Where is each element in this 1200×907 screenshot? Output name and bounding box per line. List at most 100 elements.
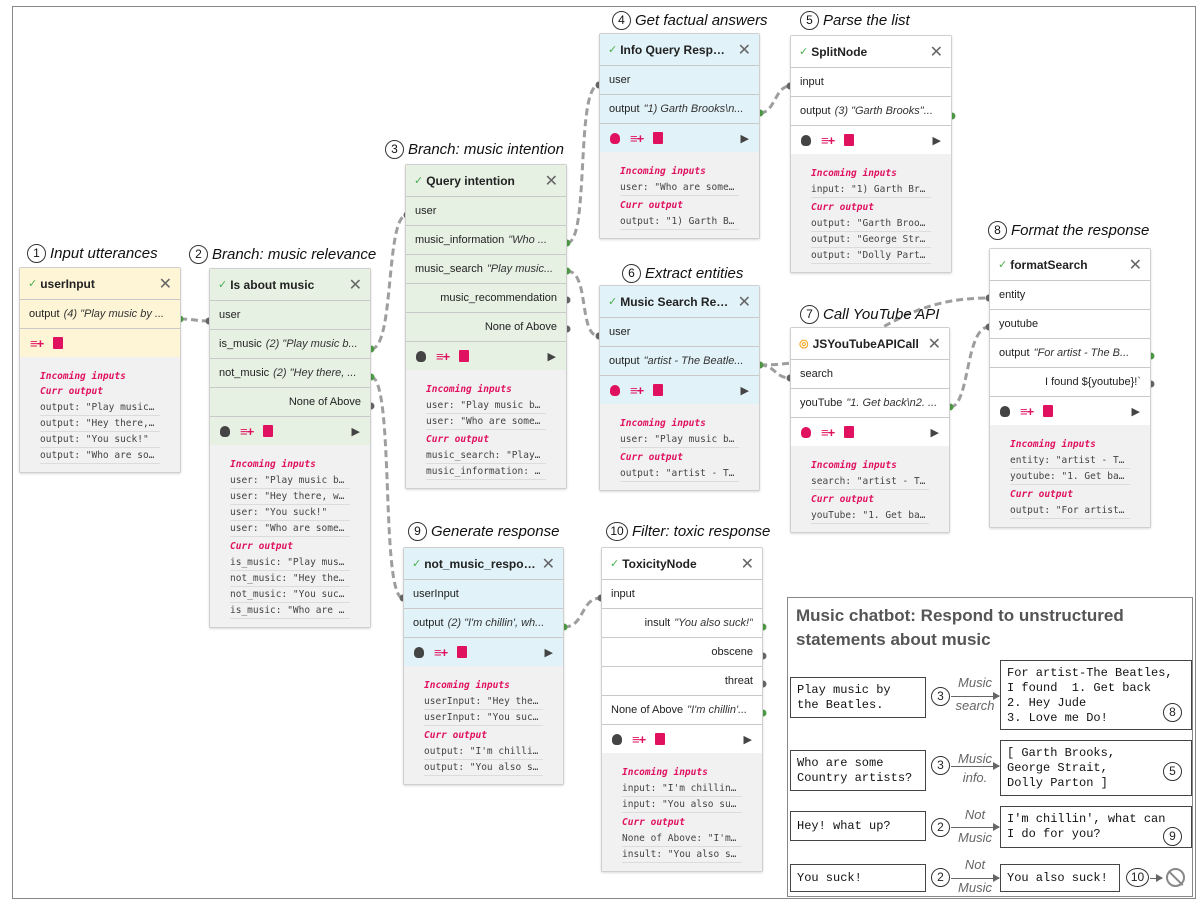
node-music-search-response[interactable]: ✓Music Search Re…✕ user output"artist - … bbox=[599, 285, 760, 491]
node-format-search[interactable]: ✓formatSearch✕ entity youtube output"For… bbox=[989, 248, 1151, 528]
port-input[interactable]: input bbox=[602, 580, 762, 609]
book-icon[interactable] bbox=[1043, 405, 1054, 417]
node-is-about-music[interactable]: ✓Is about music✕ user is_music(2) "Play … bbox=[209, 268, 371, 628]
port-youtube[interactable]: youTube"1. Get back\n2. ... bbox=[791, 389, 949, 418]
book-icon[interactable] bbox=[655, 733, 666, 745]
node-not-music-response[interactable]: ✓not_music_respo…✕ userInput output(2) "… bbox=[403, 547, 564, 785]
book-icon[interactable] bbox=[844, 426, 855, 438]
playlist-add-icon[interactable]: ≡+ bbox=[240, 423, 254, 439]
play-icon[interactable]: ▶ bbox=[1131, 405, 1140, 418]
port-user[interactable]: user bbox=[210, 301, 370, 330]
book-icon[interactable] bbox=[653, 132, 664, 144]
bug-icon[interactable] bbox=[612, 733, 622, 745]
port-music-information[interactable]: music_information"Who ... bbox=[406, 226, 566, 255]
book-icon[interactable] bbox=[459, 350, 470, 362]
bug-icon[interactable] bbox=[1000, 405, 1010, 417]
port-output[interactable]: output(2) "I'm chillin', wh... bbox=[404, 609, 563, 638]
close-icon[interactable]: ✕ bbox=[929, 43, 943, 61]
check-icon: ✓ bbox=[799, 46, 809, 58]
port-user[interactable]: user bbox=[600, 66, 759, 95]
bug-icon[interactable] bbox=[610, 384, 620, 396]
play-icon[interactable]: ▶ bbox=[740, 132, 749, 145]
check-icon: ✓ bbox=[28, 278, 38, 290]
play-icon[interactable]: ▶ bbox=[930, 426, 939, 439]
close-icon[interactable]: ✕ bbox=[740, 555, 754, 573]
port-output[interactable]: output"For artist - The B... bbox=[990, 339, 1150, 368]
playlist-add-icon[interactable]: ≡+ bbox=[821, 424, 835, 440]
close-icon[interactable]: ✕ bbox=[927, 335, 941, 353]
edge-label-bottom: Music bbox=[958, 880, 992, 895]
port-output[interactable]: output"1) Garth Brooks\n... bbox=[600, 95, 759, 124]
playlist-add-icon[interactable]: ≡+ bbox=[630, 382, 644, 398]
port-insult[interactable]: insult"You also suck!" bbox=[602, 609, 762, 638]
port-youtube[interactable]: youtube bbox=[990, 310, 1150, 339]
node-info-query-response[interactable]: ✓Info Query Resp…✕ user output"1) Garth … bbox=[599, 33, 760, 239]
bug-icon[interactable] bbox=[220, 425, 230, 437]
node-toxicity[interactable]: ✓ToxicityNode✕ input insult"You also suc… bbox=[601, 547, 763, 872]
close-icon[interactable]: ✕ bbox=[544, 172, 558, 190]
play-icon[interactable]: ▶ bbox=[544, 646, 553, 659]
book-icon[interactable] bbox=[844, 134, 855, 146]
book-icon[interactable] bbox=[457, 646, 468, 658]
bug-icon[interactable] bbox=[414, 646, 424, 658]
port-output[interactable]: output(3) "Garth Brooks"... bbox=[791, 97, 951, 126]
arrow bbox=[951, 823, 1000, 831]
close-icon[interactable]: ✕ bbox=[737, 41, 751, 59]
playlist-add-icon[interactable]: ≡+ bbox=[632, 731, 646, 747]
port-output[interactable]: output(4) "Play music by ... bbox=[20, 300, 180, 329]
bug-icon[interactable] bbox=[416, 350, 426, 362]
log-panel: Incoming inputs user: "Who are some… Cur… bbox=[600, 152, 759, 238]
node-userinput[interactable]: ✓userInput✕ output(4) "Play music by ...… bbox=[19, 267, 181, 473]
port-not-music[interactable]: not_music(2) "Hey there, ... bbox=[210, 359, 370, 388]
playlist-add-icon[interactable]: ≡+ bbox=[821, 132, 835, 148]
playlist-add-icon[interactable]: ≡+ bbox=[436, 348, 450, 364]
port-user[interactable]: user bbox=[600, 318, 759, 347]
port-is-music[interactable]: is_music(2) "Play music b... bbox=[210, 330, 370, 359]
playlist-add-icon[interactable]: ≡+ bbox=[630, 130, 644, 146]
ban-icon bbox=[1166, 868, 1185, 887]
bug-icon[interactable] bbox=[801, 426, 811, 438]
port-none-of-above[interactable]: None of Above bbox=[210, 388, 370, 417]
end-step-badge: 10 bbox=[1126, 868, 1149, 887]
bug-icon[interactable] bbox=[610, 132, 620, 144]
play-icon[interactable]: ▶ bbox=[547, 350, 556, 363]
playlist-add-icon[interactable]: ≡+ bbox=[30, 335, 44, 351]
close-icon[interactable]: ✕ bbox=[737, 293, 751, 311]
port-obscene[interactable]: obscene bbox=[602, 638, 762, 667]
play-icon[interactable]: ▶ bbox=[743, 733, 752, 746]
close-icon[interactable]: ✕ bbox=[541, 555, 555, 573]
bug-icon[interactable] bbox=[801, 134, 811, 146]
playlist-add-icon[interactable]: ≡+ bbox=[434, 644, 448, 660]
user-utterance-1: Play music by the Beatles. bbox=[790, 677, 926, 718]
port-output[interactable]: output"artist - The Beatle... bbox=[600, 347, 759, 376]
node-youtube-api-call[interactable]: ◎JSYouTubeAPICall✕ search youTube"1. Get… bbox=[790, 327, 950, 533]
port-template[interactable]: I found ${youtube}!` bbox=[990, 368, 1150, 397]
port-entity[interactable]: entity bbox=[990, 281, 1150, 310]
port-input[interactable]: input bbox=[791, 68, 951, 97]
port-music-recommendation[interactable]: music_recommendation bbox=[406, 284, 566, 313]
port-music-search[interactable]: music_search"Play music... bbox=[406, 255, 566, 284]
play-icon[interactable]: ▶ bbox=[932, 134, 941, 147]
play-icon[interactable]: ▶ bbox=[351, 425, 360, 438]
port-userinput[interactable]: userInput bbox=[404, 580, 563, 609]
user-utterance-4: You suck! bbox=[790, 864, 926, 892]
book-icon[interactable] bbox=[53, 337, 64, 349]
close-icon[interactable]: ✕ bbox=[158, 275, 172, 293]
port-none-of-above[interactable]: None of Above"I'm chillin'... bbox=[602, 696, 762, 725]
port-user[interactable]: user bbox=[406, 197, 566, 226]
book-icon[interactable] bbox=[653, 384, 664, 396]
book-icon[interactable] bbox=[263, 425, 274, 437]
play-icon[interactable]: ▶ bbox=[740, 384, 749, 397]
edge-label-bottom: Music bbox=[958, 830, 992, 845]
close-icon[interactable]: ✕ bbox=[348, 276, 362, 294]
node-query-intention[interactable]: ✓Query intention✕ user music_information… bbox=[405, 164, 567, 489]
port-search[interactable]: search bbox=[791, 360, 949, 389]
close-icon[interactable]: ✕ bbox=[1128, 256, 1142, 274]
port-none-of-above[interactable]: None of Above bbox=[406, 313, 566, 342]
node-splitnode[interactable]: ✓SplitNode✕ input output(3) "Garth Brook… bbox=[790, 35, 952, 273]
playlist-add-icon[interactable]: ≡+ bbox=[1020, 403, 1034, 419]
port-threat[interactable]: threat bbox=[602, 667, 762, 696]
